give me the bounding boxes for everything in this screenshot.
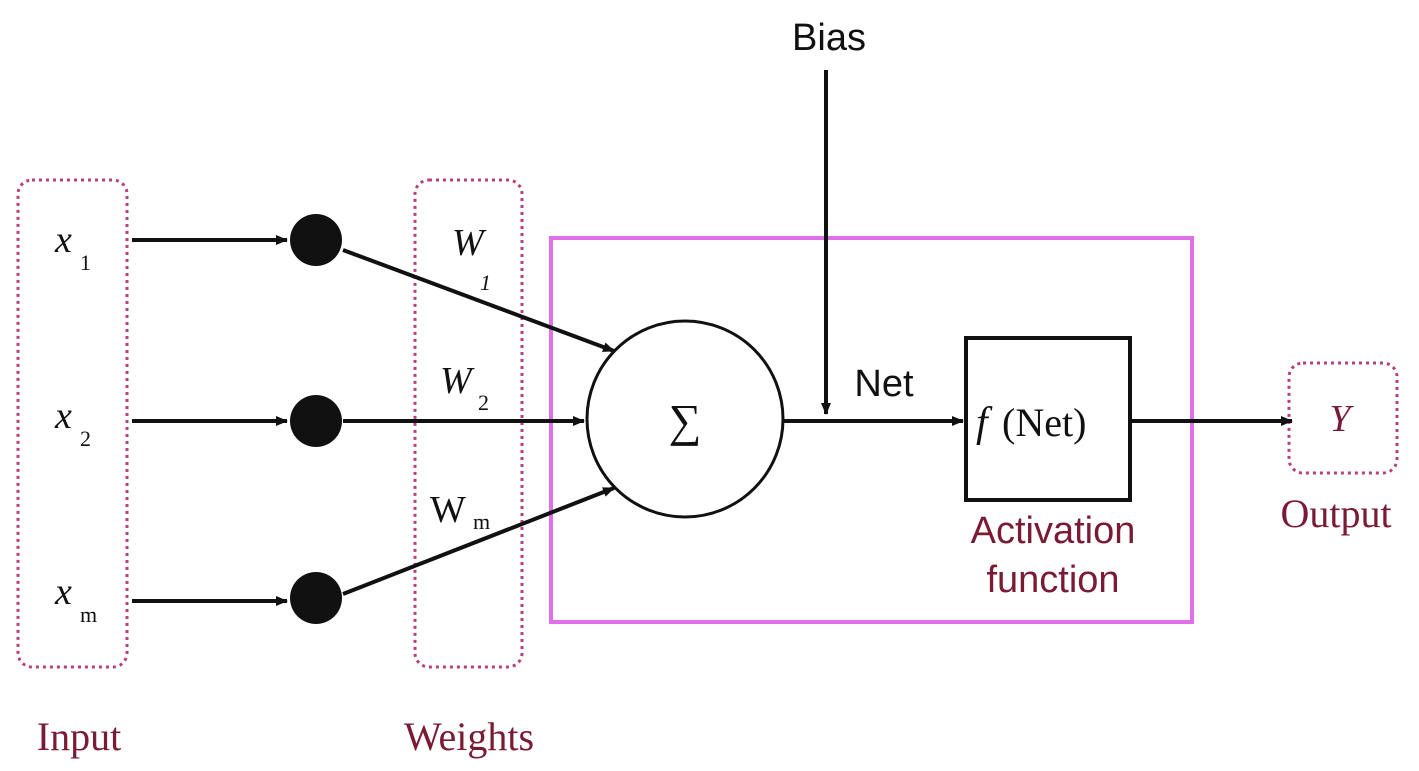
activation-caption-line1: Activation — [971, 510, 1136, 552]
summation-node — [585, 319, 785, 519]
input-label-x2-sub: 2 — [80, 426, 91, 451]
input-node-1 — [290, 214, 342, 266]
activation-arg: (Net) — [1002, 400, 1086, 445]
output-symbol: Y — [1329, 398, 1354, 440]
input-group-box — [16, 178, 129, 669]
weight-label-w1: W — [452, 222, 487, 264]
input-caption: Input — [37, 714, 121, 759]
input-node-2 — [290, 395, 342, 447]
activation-caption-line2: function — [986, 559, 1119, 601]
weight-label-w1-sub: 1 — [480, 270, 491, 295]
weight-label-w2-sub: 2 — [478, 390, 489, 415]
processing-unit-box — [549, 236, 1194, 624]
weights-group-box — [413, 178, 524, 669]
weights-caption: Weights — [404, 714, 534, 759]
net-label: Net — [854, 363, 914, 405]
activation-function-box — [964, 336, 1132, 502]
weight-label-w2: W — [440, 360, 475, 402]
input-node-m — [290, 572, 342, 624]
weight-label-wm: W — [430, 489, 466, 531]
summation-symbol: ∑ — [669, 395, 702, 446]
input-label-x1-sub: 1 — [80, 250, 91, 275]
output-group-box — [1287, 361, 1399, 475]
input-label-xm-sub: m — [80, 602, 97, 627]
input-label-x1: x — [54, 219, 72, 261]
weight-label-wm-sub: m — [473, 509, 490, 534]
input-label-x2: x — [54, 395, 72, 437]
output-caption: Output — [1280, 491, 1391, 536]
weight-line-wm — [342, 486, 615, 596]
weight-line-w1 — [342, 248, 615, 353]
input-label-xm: x — [54, 571, 72, 613]
bias-label: Bias — [792, 17, 866, 59]
